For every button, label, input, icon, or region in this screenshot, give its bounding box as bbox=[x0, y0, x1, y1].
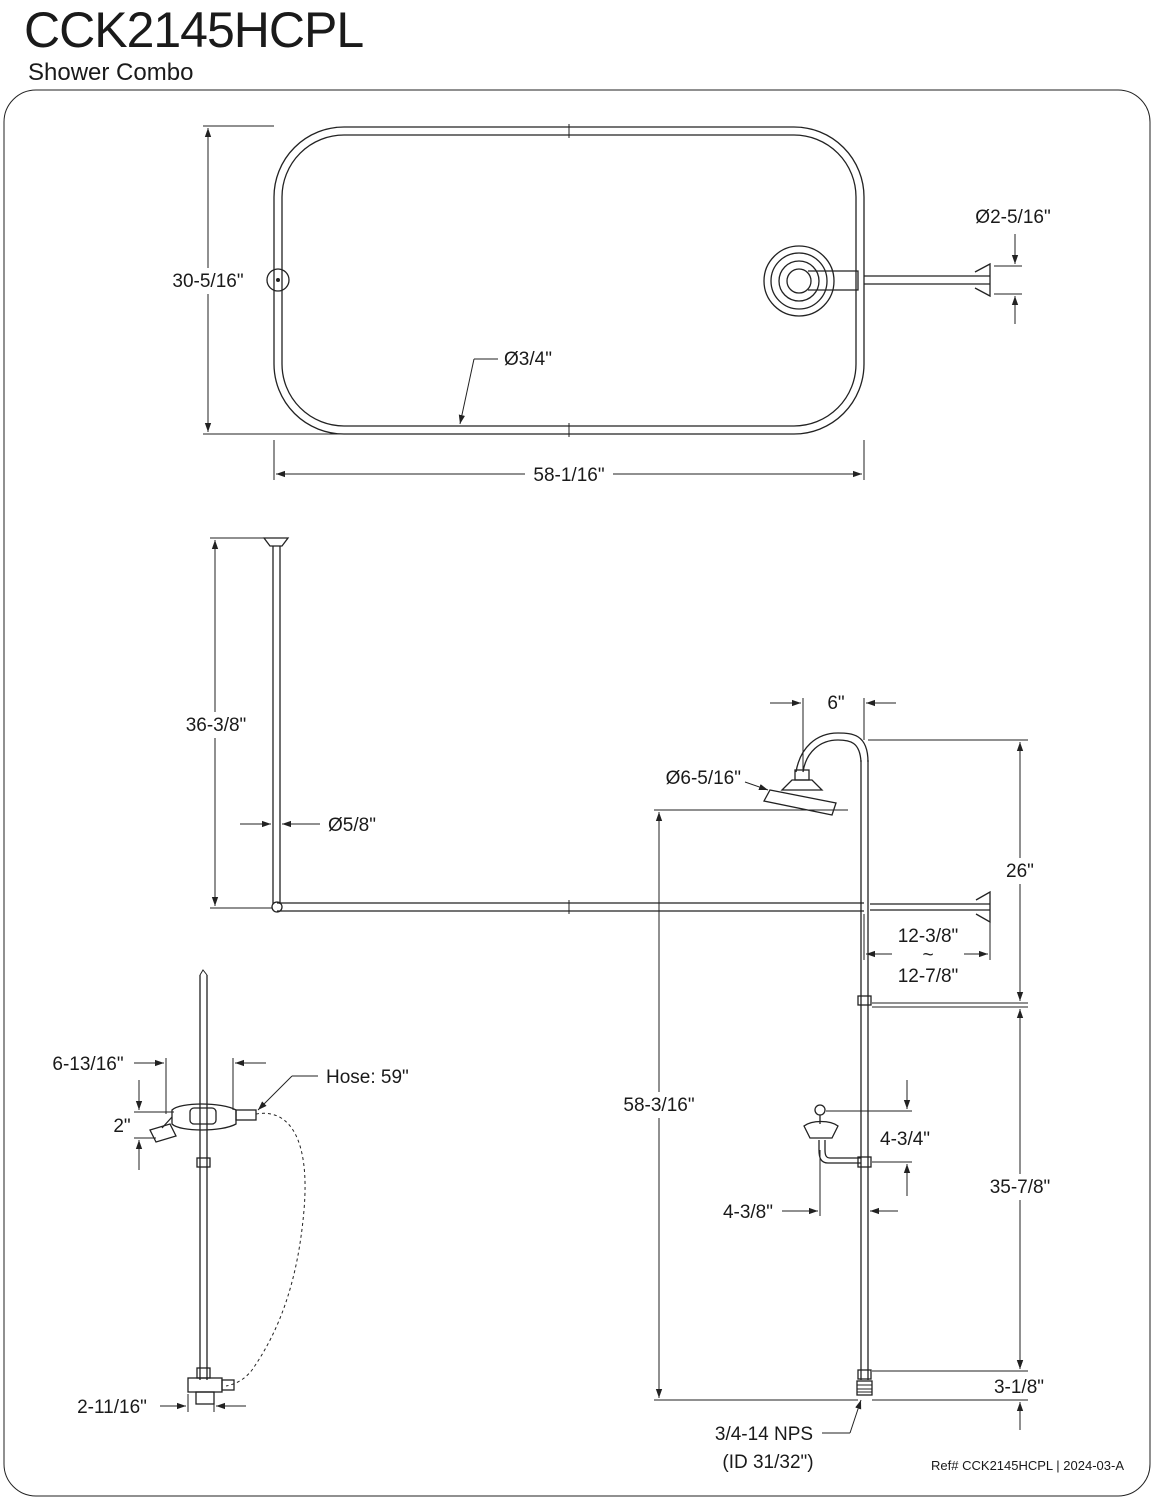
bottom-offset-label: 3-1/8" bbox=[994, 1377, 1044, 1398]
side-view-assembly bbox=[262, 537, 991, 1396]
dim-head-dia: Ø6-5/16" bbox=[666, 768, 769, 791]
ceiling-flange bbox=[262, 537, 290, 547]
dim-diverter: 2-11/16" bbox=[77, 1394, 246, 1418]
dim-lower-riser: 35-7/8" bbox=[872, 1006, 1058, 1372]
dim-hose: Hose: 59" bbox=[257, 1067, 409, 1111]
wall-flange-side bbox=[975, 890, 991, 924]
drawing-frame bbox=[3, 89, 1151, 1497]
dim-hand-width: 6-13/16" bbox=[52, 1054, 266, 1114]
hand-shower-assembly bbox=[149, 969, 306, 1405]
dim-ceiling-height: 36-3/8" bbox=[176, 537, 272, 909]
dim-flange-dia: Ø2-5/16" bbox=[975, 207, 1051, 324]
hose bbox=[225, 1112, 306, 1387]
dim-head-offset: 6" bbox=[770, 693, 896, 770]
dim-overall-height: 58-3/16" bbox=[616, 809, 858, 1401]
dim-bottom-offset: 3-1/8" bbox=[872, 1342, 1050, 1430]
dim-rod-dia: Ø3/4" bbox=[458, 349, 552, 425]
hand-height-label: 2" bbox=[113, 1116, 130, 1137]
valve-tee bbox=[857, 1156, 872, 1168]
showerhead-icon bbox=[763, 769, 837, 816]
showerhead-top-icon bbox=[763, 245, 835, 317]
dim-inlet: 3/4-14 NPS (ID 31/32") bbox=[715, 1399, 862, 1473]
dim-upper-riser: 26" bbox=[868, 739, 1040, 1004]
overall-height-label: 58-3/16" bbox=[623, 1095, 694, 1116]
wall-arm-range-label: ~ bbox=[922, 945, 933, 966]
lower-riser-label: 35-7/8" bbox=[990, 1177, 1051, 1198]
dim-valve-height: 4-3/4" bbox=[826, 1080, 930, 1196]
dim-width: 58-1/16" bbox=[273, 440, 865, 486]
inlet-nut-icon bbox=[856, 1380, 873, 1396]
flange-dia-label: Ø2-5/16" bbox=[975, 207, 1050, 228]
hose-label: Hose: 59" bbox=[326, 1067, 409, 1088]
support-rod-dia-label: Ø5/8" bbox=[328, 815, 376, 836]
upper-riser-label: 26" bbox=[1006, 861, 1034, 882]
dim-support-rod-dia: Ø5/8" bbox=[240, 815, 376, 836]
valve-projection-label: 4-3/8" bbox=[723, 1202, 773, 1223]
reference-number: Ref# CCK2145HCPL | 2024-03-A bbox=[931, 1458, 1124, 1473]
diverter-label: 2-11/16" bbox=[77, 1397, 147, 1418]
wall-arm-min-label: 12-3/8" bbox=[898, 926, 959, 947]
inlet-thread-label: 3/4-14 NPS bbox=[715, 1424, 813, 1445]
head-dia-label: Ø6-5/16" bbox=[666, 768, 741, 789]
diverter-icon bbox=[187, 1377, 235, 1405]
dim-valve-projection: 4-3/8" bbox=[723, 1150, 898, 1223]
ceiling-height-label: 36-3/8" bbox=[186, 715, 247, 736]
model-number: CCK2145HCPL bbox=[24, 2, 364, 58]
head-offset-label: 6" bbox=[827, 693, 844, 714]
valve-handle-icon bbox=[803, 1104, 839, 1139]
hand-width-label: 6-13/16" bbox=[52, 1054, 123, 1075]
width-label: 58-1/16" bbox=[533, 465, 604, 486]
valve-height-label: 4-3/4" bbox=[880, 1129, 930, 1150]
ring-bracket bbox=[266, 268, 290, 292]
dim-hand-height: 2" bbox=[113, 1080, 174, 1170]
wall-flange-top bbox=[974, 262, 991, 298]
dim-wall-arm: 12-3/8" ~ 12-7/8" bbox=[863, 914, 991, 987]
depth-label: 30-5/16" bbox=[172, 271, 243, 292]
inlet-id-label: (ID 31/32") bbox=[722, 1452, 813, 1473]
dim-depth: 30-5/16" bbox=[168, 125, 580, 435]
product-name: Shower Combo bbox=[28, 59, 194, 86]
wall-arm-max-label: 12-7/8" bbox=[898, 966, 959, 987]
top-view-ring bbox=[266, 124, 991, 437]
riser-coupling bbox=[857, 995, 872, 1006]
rod-dia-label: Ø3/4" bbox=[504, 349, 552, 370]
